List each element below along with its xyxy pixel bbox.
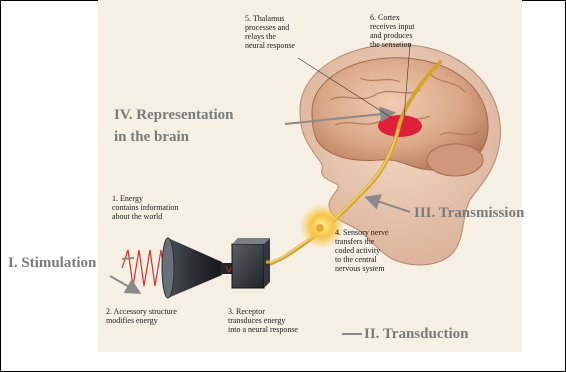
stage-transmission-label: III. Transmission bbox=[414, 202, 524, 224]
sensory-nerve-node bbox=[316, 224, 324, 232]
caption-cortex: 6. Cortex receives input and produces th… bbox=[370, 13, 415, 49]
caption-energy: 1. Energy contains information about the… bbox=[112, 194, 178, 221]
accessory-funnel bbox=[168, 238, 222, 298]
stimulation-arrow-wave bbox=[122, 258, 134, 259]
receptor-box bbox=[232, 244, 264, 288]
caption-sensory-nerve: 4. Sensory nerve transfers the coded act… bbox=[335, 228, 389, 273]
receptor-box-edge bbox=[232, 238, 270, 244]
caption-receptor: 3. Receptor transduces energy into a neu… bbox=[228, 307, 298, 334]
stage-stimulation-label: I. Stimulation bbox=[8, 252, 96, 274]
stage-representation-label: IV. Representation in the brain bbox=[114, 104, 233, 148]
stage-transduction-label: II. Transduction bbox=[364, 323, 468, 345]
accessory-funnel-tube bbox=[220, 263, 232, 274]
accessory-funnel-mouth bbox=[162, 238, 174, 298]
caption-thalamus: 5. Thalamus processes and relays the neu… bbox=[245, 14, 295, 50]
cerebellum bbox=[427, 144, 483, 176]
caption-accessory-structure: 2. Accessory structure modifies energy bbox=[106, 307, 177, 325]
